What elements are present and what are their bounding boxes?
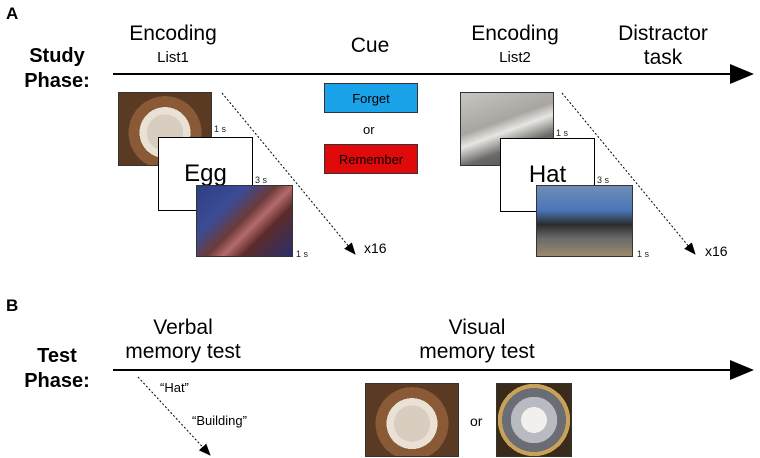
encoding2-header: Encoding List2 [455,22,575,70]
sequence1-dotted-arrow [221,92,356,255]
encoding1-header: Encoding List1 [113,22,233,70]
seq1-time3: 1 s [296,249,309,259]
visual-test-header: Visual memory test [392,316,562,364]
encoding2-word: Hat [528,161,567,188]
verbal-word-1: “Hat” [160,380,189,395]
seq2-time3: 1 s [637,249,650,259]
study-phase-label: Study Phase: [12,44,102,94]
distractor-line2: task [643,46,683,69]
panel-b-label: B [6,296,19,315]
verbal-dotted-arrow [137,376,211,456]
verbal-test-line2: memory test [125,340,241,363]
seq2-time1: 1 s [556,128,569,138]
distractor-header: Distractor task [603,22,723,70]
encoding2-title: Encoding [471,22,559,45]
remember-cue-box: Remember [324,144,418,174]
study-phase-line1: Study [29,45,85,67]
visual-test-old-photo [365,383,459,457]
seq1-time2: 3 s [255,175,268,185]
seq1-repeat: x16 [364,240,387,256]
seq2-time2: 3 s [597,175,610,185]
panel-a-label: A [6,4,19,23]
test-phase-label: Test Phase: [12,344,102,394]
visual-test-line2: memory test [419,340,535,363]
verbal-test-line1: Verbal [153,316,213,339]
seq1-time1: 1 s [214,124,227,134]
seq2-repeat: x16 [705,243,728,259]
forget-cue-box: Forget [324,83,418,113]
cue-header: Cue [350,34,390,57]
encoding2-bus-photo [536,185,633,257]
encoding1-hands-photo [196,185,293,257]
encoding2-sublabel: List2 [499,49,531,66]
encoding1-title: Encoding [129,22,217,45]
visual-test-line1: Visual [448,316,506,339]
sequence2-dotted-arrow [561,92,696,255]
verbal-word-2: “Building” [192,413,247,428]
encoding1-word: Egg [184,160,227,187]
cue-or: or [363,122,375,137]
encoding1-sublabel: List1 [157,49,189,66]
distractor-line1: Distractor [618,22,708,45]
test-phase-line1: Test [37,345,77,367]
visual-test-or: or [470,413,483,429]
verbal-test-header: Verbal memory test [113,316,253,364]
test-phase-line2: Phase: [24,370,90,392]
study-phase-line2: Phase: [24,70,90,92]
visual-test-new-photo [496,383,572,457]
